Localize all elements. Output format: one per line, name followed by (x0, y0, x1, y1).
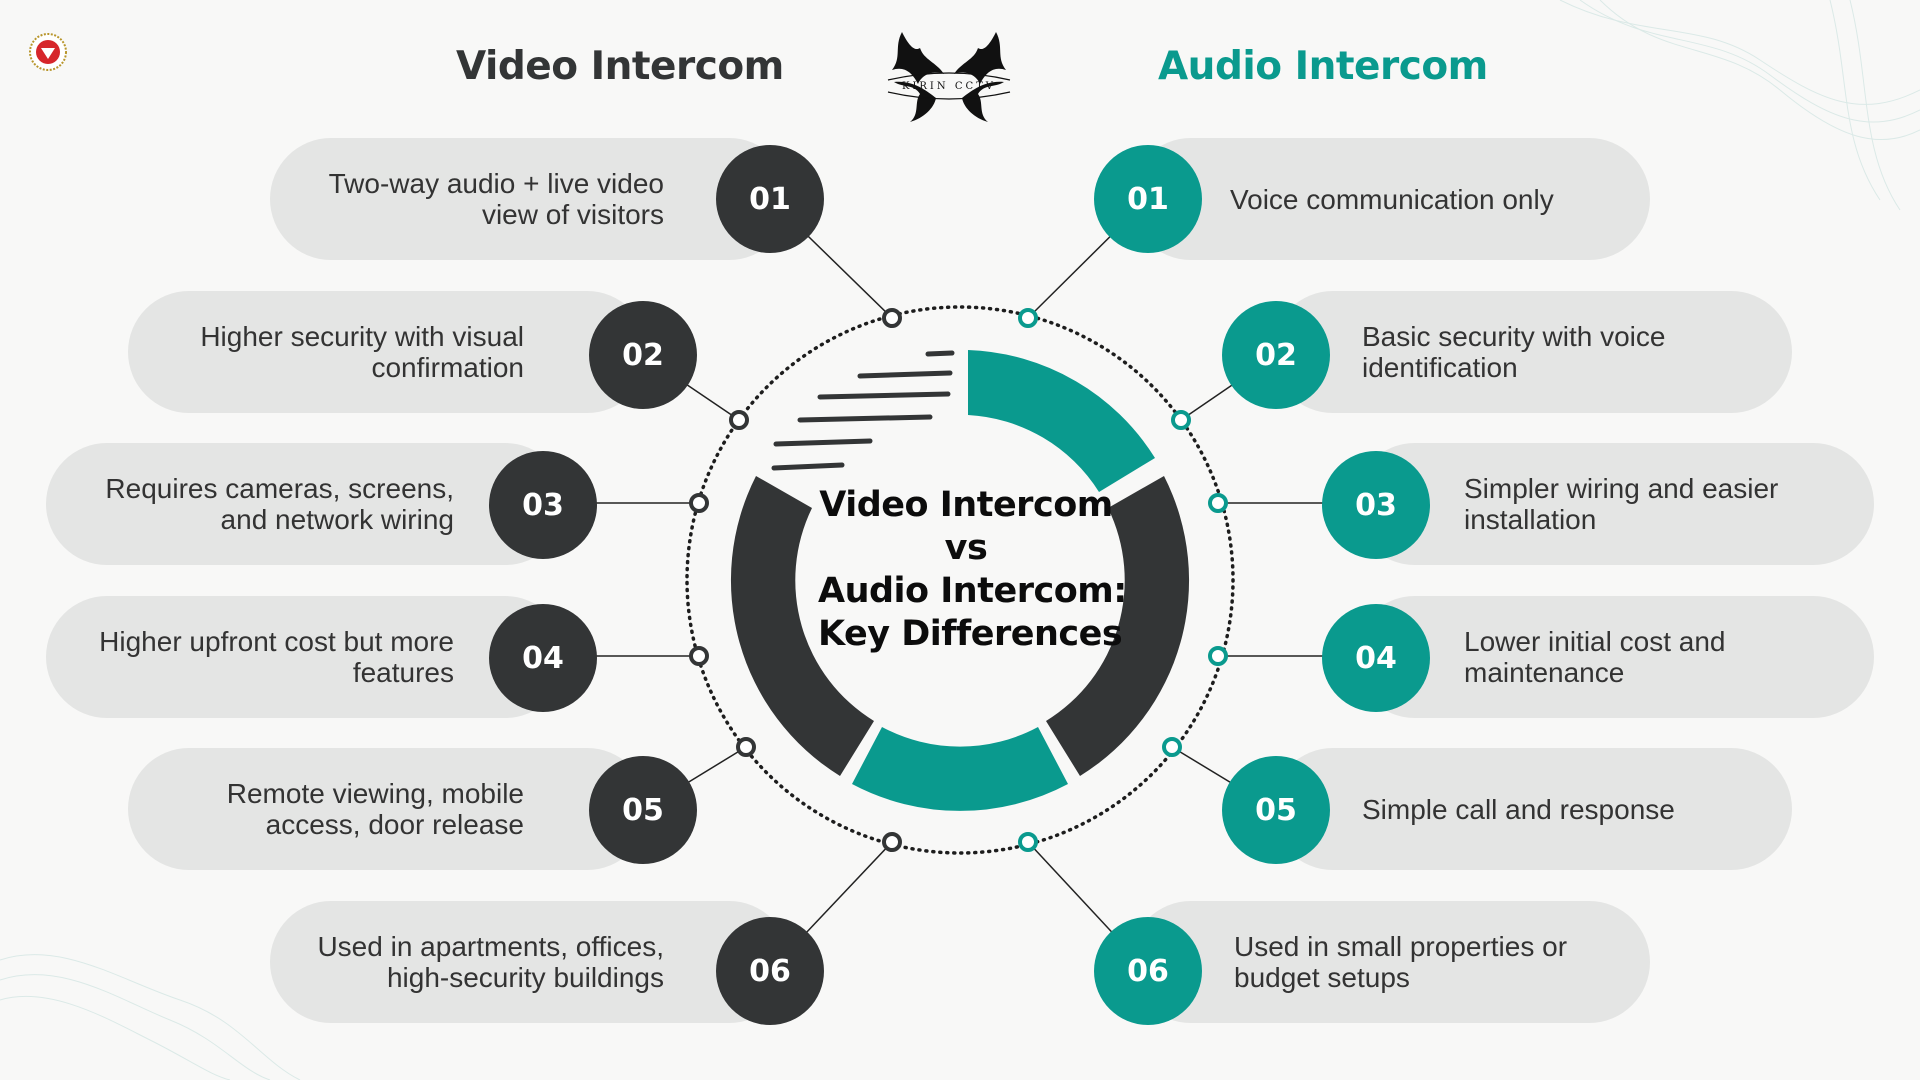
video-item-06: Used in apartments, offices, high-securi… (270, 901, 790, 1023)
video-badge-06: 06 (716, 917, 824, 1025)
video-item-02-text: Higher security with visual confirmation (200, 321, 524, 383)
ring-node-audio-02 (1171, 410, 1191, 430)
audio-badge-01: 01 (1094, 145, 1202, 253)
ring-node-video-06 (882, 832, 902, 852)
segment-dark-left (730, 476, 874, 776)
audio-item-05: Simple call and response (1272, 748, 1792, 870)
ring-node-video-02 (729, 410, 749, 430)
video-badge-01: 01 (716, 145, 824, 253)
center-title-line-2: vs (944, 528, 988, 568)
ring-node-audio-01 (1018, 308, 1038, 328)
segment-teal-bottom (852, 727, 1068, 811)
video-item-05: Remote viewing, mobile access, door rele… (128, 748, 648, 870)
audio-item-06: Used in small properties or budget setup… (1130, 901, 1650, 1023)
audio-badge-05: 05 (1222, 756, 1330, 864)
video-badge-04: 04 (489, 604, 597, 712)
audio-item-02: Basic security with voice identification (1272, 291, 1792, 413)
audio-badge-06: 06 (1094, 917, 1202, 1025)
speed-lines (771, 350, 955, 471)
audio-badge-02: 02 (1222, 301, 1330, 409)
audio-item-02-text: Basic security with voice identification (1362, 321, 1666, 383)
corner-seal-icon (29, 33, 67, 71)
video-item-03-text: Requires cameras, screens, and network w… (105, 473, 454, 535)
brand-logo: KIRIN CCTV (884, 22, 1014, 126)
ring-node-audio-03 (1208, 493, 1228, 513)
video-item-04: Higher upfront cost but more features (46, 596, 566, 718)
audio-badge-03: 03 (1322, 451, 1430, 559)
ring-node-audio-05 (1162, 737, 1182, 757)
segment-teal-top (968, 350, 1155, 492)
center-title: Video Intercom vs Audio Intercom: Key Di… (818, 484, 1127, 656)
video-intercom-heading: Video Intercom (456, 44, 784, 89)
ring-node-audio-06 (1018, 832, 1038, 852)
audio-item-01-text: Voice communication only (1230, 183, 1554, 215)
dragon-logo-icon: KIRIN CCTV (887, 32, 1011, 122)
audio-item-03: Simpler wiring and easier installation (1354, 443, 1874, 565)
video-item-01-text: Two-way audio + live video view of visit… (328, 168, 664, 230)
video-item-03: Requires cameras, screens, and network w… (46, 443, 566, 565)
audio-item-04: Lower initial cost and maintenance (1354, 596, 1874, 718)
ring-node-audio-04 (1208, 646, 1228, 666)
video-badge-05: 05 (589, 756, 697, 864)
video-item-02: Higher security with visual confirmation (128, 291, 648, 413)
audio-item-03-text: Simpler wiring and easier installation (1464, 473, 1779, 535)
ring-node-video-05 (736, 737, 756, 757)
video-badge-02: 02 (589, 301, 697, 409)
video-item-01: Two-way audio + live video view of visit… (270, 138, 790, 260)
video-item-04-text: Higher upfront cost but more features (99, 626, 454, 688)
audio-item-01: Voice communication only (1130, 138, 1650, 260)
video-badge-03: 03 (489, 451, 597, 559)
center-title-line-1: Video Intercom (819, 485, 1113, 525)
dotted-ring (685, 305, 1235, 855)
segment-dark-right (1046, 476, 1190, 776)
brand-name: KIRIN CCTV (902, 81, 996, 92)
ring-node-video-03 (689, 493, 709, 513)
ring-node-video-04 (689, 646, 709, 666)
audio-badge-04: 04 (1322, 604, 1430, 712)
audio-intercom-heading: Audio Intercom (1158, 44, 1488, 89)
audio-item-04-text: Lower initial cost and maintenance (1464, 626, 1726, 688)
center-title-line-4: Key Differences (818, 614, 1123, 654)
audio-item-06-text: Used in small properties or budget setup… (1234, 931, 1568, 993)
audio-item-05-text: Simple call and response (1362, 793, 1675, 825)
center-title-line-3: Audio Intercom: (818, 571, 1127, 611)
video-item-06-text: Used in apartments, offices, high-securi… (317, 931, 664, 993)
video-item-05-text: Remote viewing, mobile access, door rele… (226, 778, 524, 840)
ring-node-video-01 (882, 308, 902, 328)
